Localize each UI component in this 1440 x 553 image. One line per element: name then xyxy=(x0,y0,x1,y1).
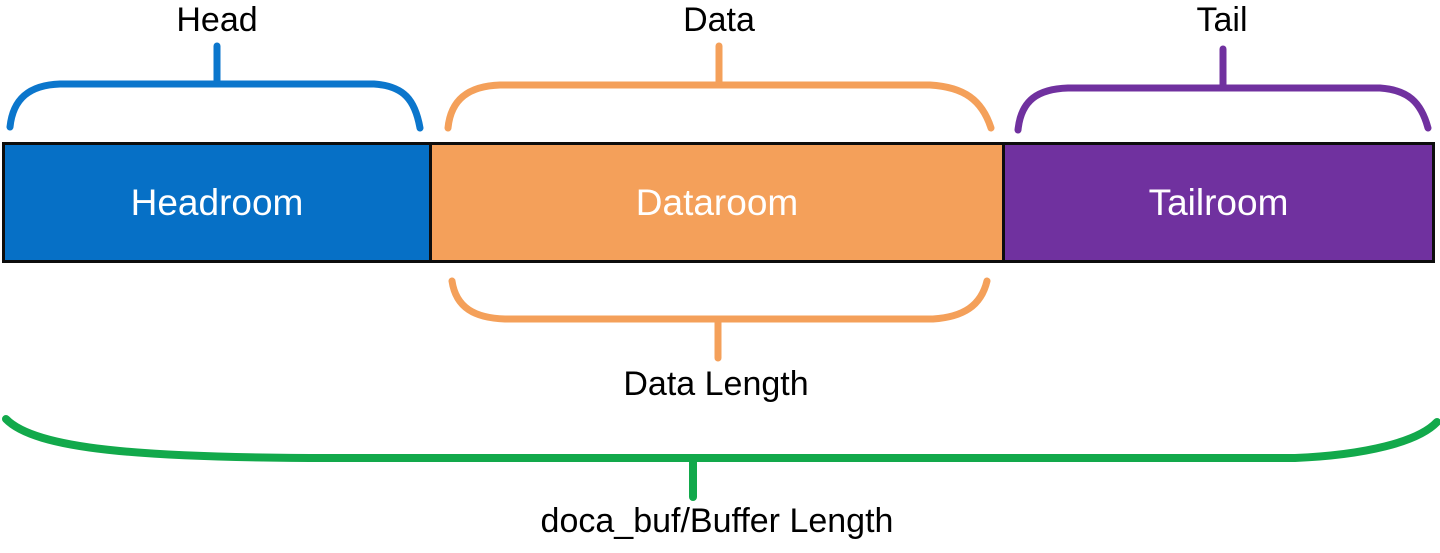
tailroom-segment: Tailroom xyxy=(1002,142,1435,263)
dataroom-segment-label: Dataroom xyxy=(635,181,799,223)
data-brace xyxy=(444,42,995,132)
tailroom-segment-label: Tailroom xyxy=(1148,181,1289,223)
head-label: Head xyxy=(176,1,258,39)
buffer-length-label: doca_buf/Buffer Length xyxy=(540,502,894,540)
tail-brace xyxy=(1014,45,1432,134)
data-brace-curve xyxy=(444,81,995,132)
buffer-length-brace-curve xyxy=(2,415,1440,462)
buffer-length-brace xyxy=(2,415,1440,501)
buffer-bar: Headroom Dataroom Tailroom xyxy=(2,142,1438,263)
headroom-segment-label: Headroom xyxy=(130,181,304,223)
head-brace xyxy=(6,42,424,132)
data-length-brace-curve xyxy=(448,277,991,323)
dataroom-segment: Dataroom xyxy=(429,142,1005,263)
data-length-brace xyxy=(448,277,991,362)
data-length-label: Data Length xyxy=(623,365,809,403)
tail-brace-curve xyxy=(1014,84,1432,134)
tail-label: Tail xyxy=(1196,1,1248,39)
headroom-segment: Headroom xyxy=(2,142,432,263)
data-label: Data xyxy=(683,1,755,39)
head-brace-curve xyxy=(6,80,424,132)
